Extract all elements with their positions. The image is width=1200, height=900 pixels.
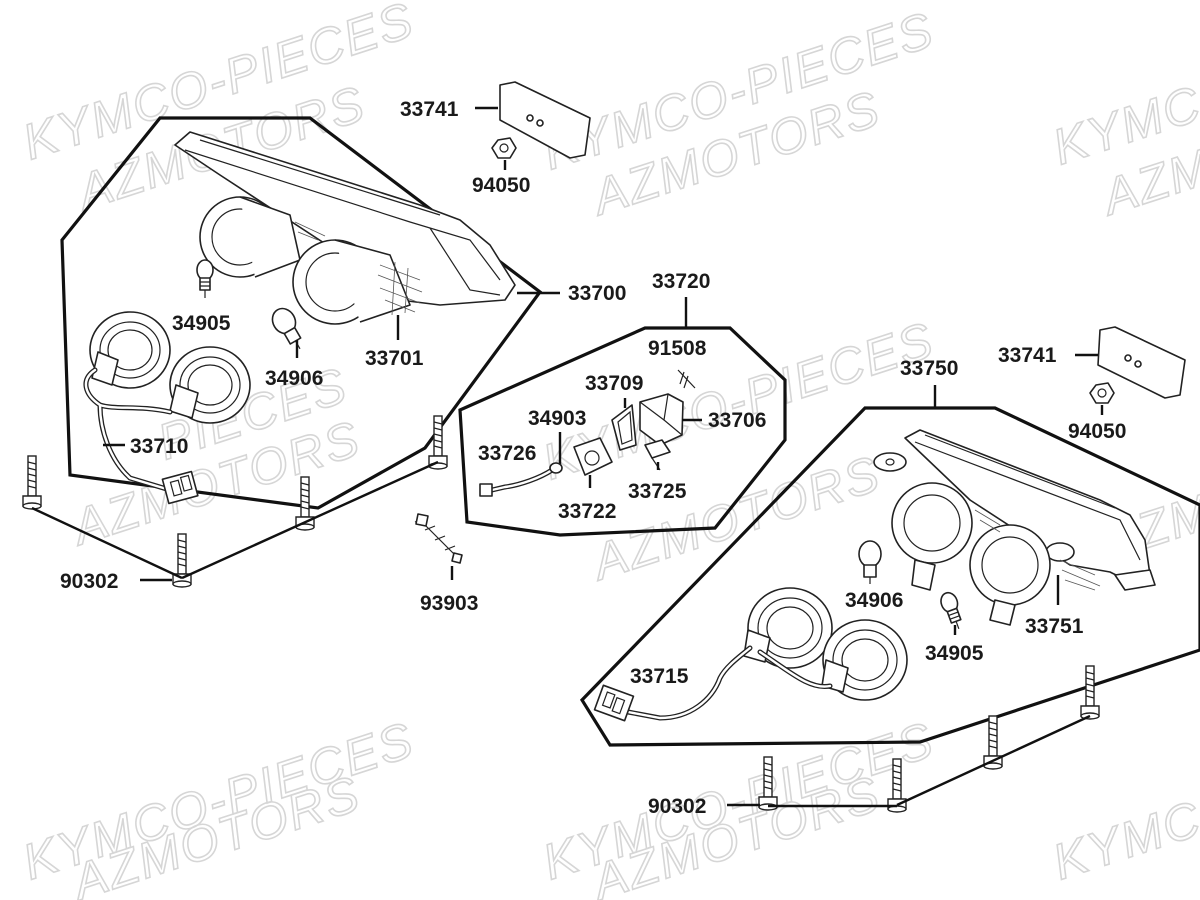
group-outline-left-assembly — [60, 116, 543, 510]
part-number-34906: 34906 — [845, 589, 903, 612]
screw-93903 — [414, 513, 463, 564]
watermark-text: AZMOTORS — [583, 445, 887, 591]
nut-94050-top — [491, 137, 517, 159]
part-number-33725: 33725 — [628, 480, 687, 503]
group-outline-center-kit — [458, 326, 787, 537]
part-number-91508: 91508 — [648, 337, 707, 360]
socket-harness-33710 — [83, 311, 251, 505]
reflector-plate-33741-right — [1097, 326, 1186, 399]
bolt-90302 — [22, 455, 42, 510]
part-number-33750: 33750 — [900, 357, 958, 380]
bulb-34906-left — [271, 307, 302, 350]
socket-harness-33715 — [593, 587, 908, 722]
part-number-33709: 33709 — [585, 372, 643, 395]
part-number-33706: 33706 — [708, 409, 766, 432]
tail-light-housing-left — [174, 131, 516, 325]
part-number-33715: 33715 — [630, 665, 689, 688]
part-number-90302: 90302 — [60, 570, 118, 593]
reflector-plate-33741-top — [499, 81, 591, 159]
group-outline-right-assembly — [579, 406, 1200, 747]
bulb-34905-left — [196, 259, 214, 299]
housing-33706 — [639, 393, 684, 446]
nut-94050-right — [1089, 382, 1115, 404]
wire-33726 — [479, 462, 563, 497]
part-number-33700: 33700 — [568, 282, 626, 305]
bulb-34905-right — [937, 589, 968, 633]
bolt-90302 — [172, 533, 192, 588]
part-number-34905: 34905 — [172, 312, 231, 335]
part-number-33751: 33751 — [1025, 615, 1084, 638]
part-number-34903: 34903 — [528, 407, 586, 430]
part-number-33710: 33710 — [130, 435, 188, 458]
part-number-34906: 34906 — [265, 367, 323, 390]
lens-33709 — [611, 404, 637, 451]
bolt-90302 — [1080, 665, 1100, 720]
watermark-text: KYMCO — [1046, 777, 1200, 890]
part-number-33701: 33701 — [365, 347, 424, 370]
bulb-34906-right — [858, 540, 882, 584]
tail-light-housing-right — [873, 429, 1156, 626]
part-number-94050: 94050 — [472, 174, 530, 197]
part-number-33741: 33741 — [400, 98, 459, 121]
leader-line — [31, 460, 439, 580]
part-number-33720: 33720 — [652, 270, 710, 293]
part-number-90302: 90302 — [648, 795, 706, 818]
part-number-94050: 94050 — [1068, 420, 1126, 443]
part-number-93903: 93903 — [420, 592, 478, 615]
part-number-33726: 33726 — [478, 442, 536, 465]
clip-91508 — [677, 369, 696, 389]
part-number-34905: 34905 — [925, 642, 984, 665]
part-number-33722: 33722 — [558, 500, 616, 523]
leader-line — [768, 714, 1091, 808]
socket-33722 — [573, 437, 613, 476]
part-number-33741: 33741 — [998, 344, 1057, 367]
